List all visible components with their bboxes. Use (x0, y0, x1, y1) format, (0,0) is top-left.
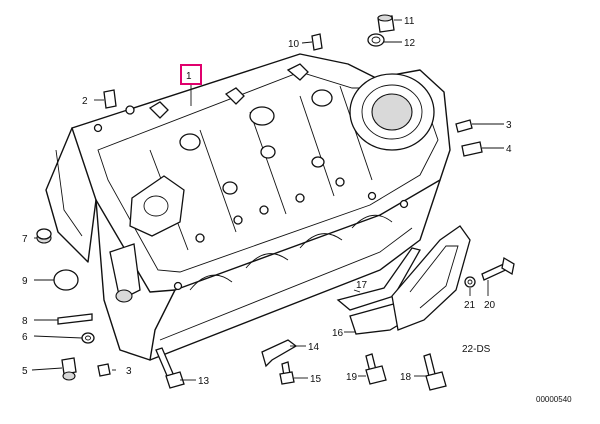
callout-6: 6 (22, 332, 28, 343)
callout-11: 11 (404, 16, 415, 27)
callout-17: 17 (356, 280, 368, 291)
callout-3-bottom: 3 (126, 366, 132, 377)
engine-block (45, 53, 451, 361)
highlight-box (180, 64, 202, 85)
callout-14: 14 (308, 342, 320, 353)
callout-8: 8 (22, 316, 28, 327)
diagram-id: 00000540 (536, 395, 572, 404)
loose-parts (36, 14, 515, 391)
callout-15: 15 (310, 374, 322, 385)
callout-13: 13 (198, 376, 210, 387)
callout-20: 20 (484, 300, 496, 311)
callout-22-ds: 22-DS (462, 344, 491, 355)
callout-7: 7 (22, 234, 28, 245)
callout-19: 19 (346, 372, 358, 383)
callout-9: 9 (22, 276, 28, 287)
callout-2: 2 (82, 96, 88, 107)
callout-3-right: 3 (506, 120, 512, 131)
callout-21: 21 (464, 300, 476, 311)
callout-18: 18 (400, 372, 412, 383)
leader-lines (31, 19, 504, 381)
callout-16: 16 (332, 328, 344, 339)
callout-1: 1 (186, 71, 192, 82)
callout-5: 5 (22, 366, 28, 377)
callout-4: 4 (506, 144, 512, 155)
callout-labels: 1 2 3 4 5 6 7 8 9 10 11 12 13 14 15 16 1… (22, 16, 572, 404)
callout-10: 10 (288, 39, 300, 50)
callout-12: 12 (404, 38, 416, 49)
